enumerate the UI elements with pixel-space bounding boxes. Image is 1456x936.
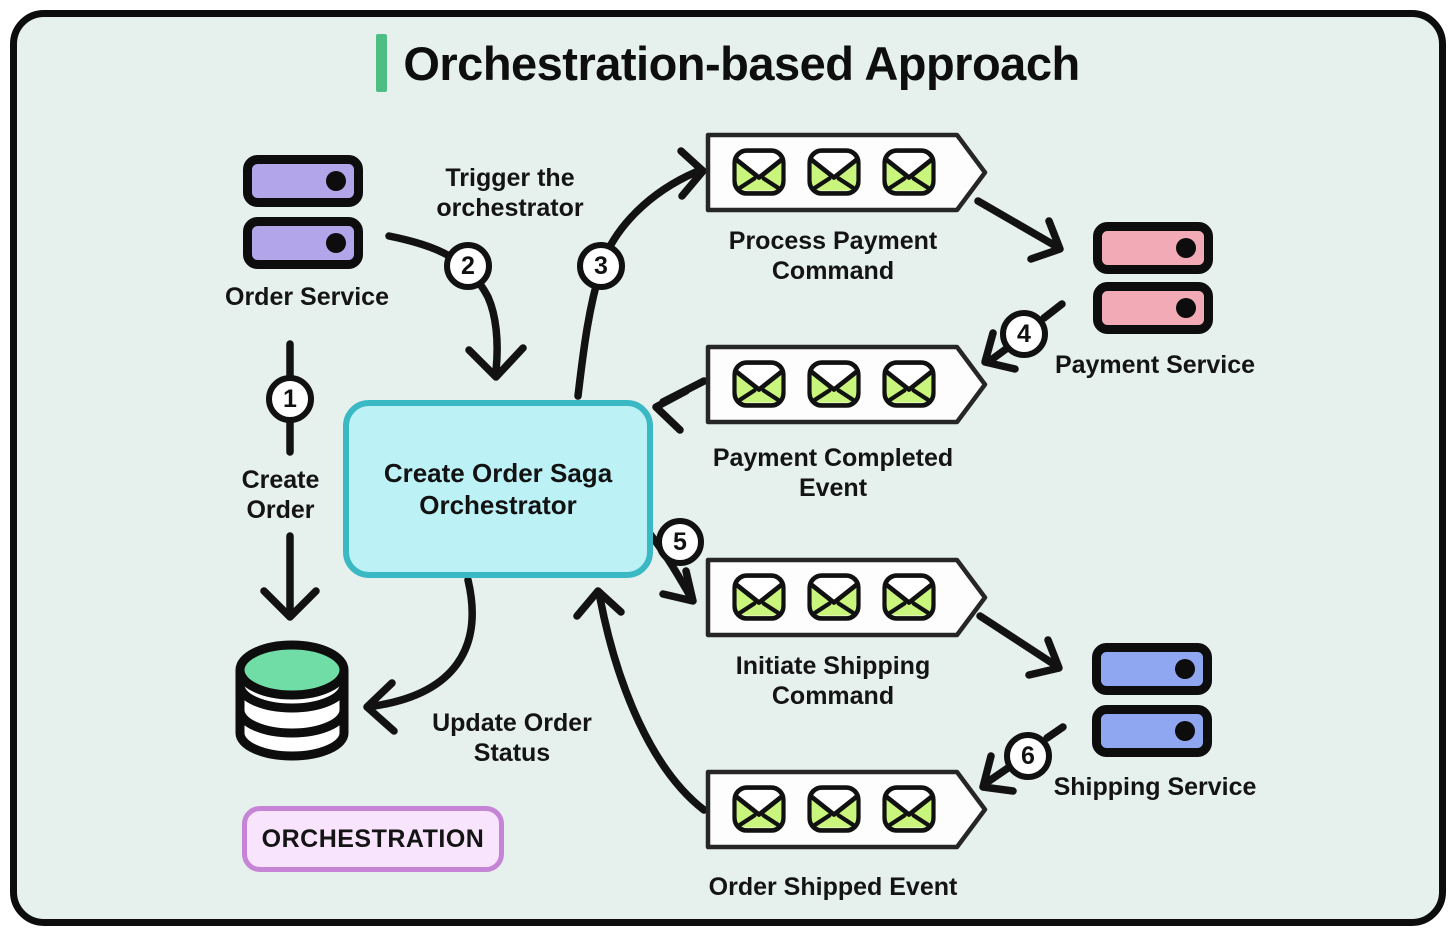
orchestrator-node: Create Order Saga Orchestrator <box>343 400 653 578</box>
envelope-icon <box>885 576 934 619</box>
arrow-update-order-status <box>363 576 476 735</box>
server-icon <box>1098 287 1209 330</box>
server-icon <box>1097 710 1208 753</box>
step-5-badge: 5 <box>656 518 704 566</box>
envelope-icon <box>885 363 934 406</box>
envelope-icon <box>810 788 859 831</box>
arrow-create-order <box>260 340 320 621</box>
envelope-icon <box>735 363 784 406</box>
envelope-icon <box>885 151 934 194</box>
arrow-trigger-orchestrator <box>385 232 527 381</box>
envelope-icon <box>810 576 859 619</box>
step-3-badge: 3 <box>577 242 625 290</box>
envelope-icon <box>810 151 859 194</box>
arrow-shipping-service-to-shipped-event <box>979 723 1067 795</box>
arrow-queue-to-payment-service <box>974 197 1064 263</box>
envelope-icon <box>885 788 934 831</box>
initiate-shipping-queue <box>705 557 988 638</box>
create-order-label: Create Order <box>241 466 320 524</box>
page-title: Orchestration-based Approach <box>403 36 1080 90</box>
step-1-badge: 1 <box>266 375 314 423</box>
title-accent-bar <box>376 34 388 92</box>
arrow-queue-to-shipping-service <box>976 612 1063 679</box>
order-service-label: Order Service <box>225 283 389 311</box>
update-order-status-label: Update Order Status <box>432 709 592 767</box>
order-shipped-label: Order Shipped Event <box>708 873 958 901</box>
shipping-service-label: Shipping Service <box>1053 773 1257 801</box>
orchestration-badge: ORCHESTRATION <box>242 806 504 872</box>
server-icon <box>248 222 359 265</box>
payment-completed-label: Payment Completed Event <box>712 444 954 502</box>
envelope-icon <box>735 576 784 619</box>
payment-service-label: Payment Service <box>1054 351 1256 379</box>
payment-service-icon <box>1098 227 1209 330</box>
arrow-orchestrator-to-initiate-shipping <box>646 530 697 605</box>
initiate-shipping-label: Initiate Shipping Command <box>735 652 931 710</box>
arrow-completed-event-to-orchestrator <box>652 377 708 434</box>
arrow-shipped-event-to-orchestrator <box>573 587 708 814</box>
order-service-icon <box>248 160 359 265</box>
process-payment-queue <box>705 132 988 213</box>
trigger-orchestrator-label: Trigger the orchestrator <box>436 164 584 222</box>
orchestrator-label-line1: Create Order Saga <box>383 457 613 488</box>
step-6-badge: 6 <box>1004 732 1052 780</box>
order-shipped-queue <box>705 769 988 850</box>
step-2-badge: 2 <box>444 242 492 290</box>
process-payment-label: Process Payment Command <box>728 227 938 285</box>
database-icon <box>235 640 349 761</box>
shipping-service-icon <box>1097 648 1208 753</box>
envelope-icon <box>735 151 784 194</box>
payment-completed-queue <box>705 344 988 425</box>
server-icon <box>248 160 359 203</box>
orchestrator-label-line2: Orchestrator <box>419 490 577 520</box>
title-block: Orchestration-based Approach <box>0 34 1456 92</box>
envelope-icon <box>735 788 784 831</box>
step-4-badge: 4 <box>1000 310 1048 358</box>
arrow-payment-service-to-completed-event <box>981 300 1066 373</box>
server-icon <box>1097 648 1208 691</box>
server-icon <box>1098 227 1209 270</box>
envelope-icon <box>810 363 859 406</box>
